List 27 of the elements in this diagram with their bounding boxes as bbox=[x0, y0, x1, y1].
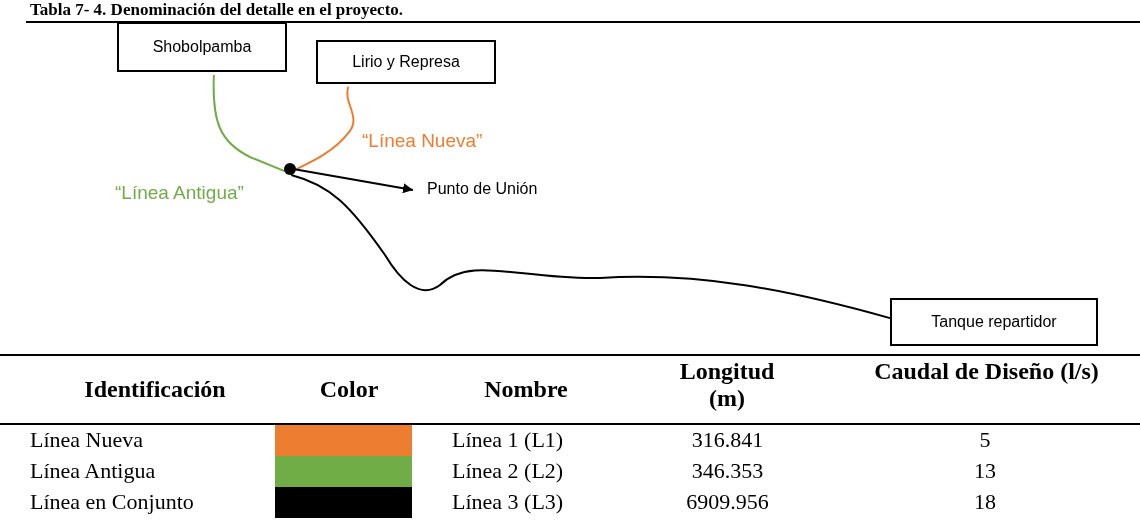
junction-dot bbox=[284, 163, 296, 175]
legend-label: Línea Antigua bbox=[30, 458, 156, 484]
table-text: Línea 1 (L1) bbox=[452, 427, 565, 453]
table-text: 13 bbox=[973, 458, 997, 484]
location-box: Lirio y Represa bbox=[316, 40, 496, 84]
column-header: Identificación bbox=[83, 376, 227, 403]
table-text: Línea 2 (L2) bbox=[452, 458, 565, 484]
legend-label: Línea en Conjunto bbox=[30, 489, 194, 515]
column-header: Nombre bbox=[483, 376, 569, 403]
table-text: 6909.956 bbox=[685, 489, 770, 515]
tank-box: Tanque repartidor bbox=[890, 298, 1098, 346]
legend-label: Línea Nueva bbox=[30, 427, 143, 453]
table-text: 18 bbox=[973, 489, 997, 515]
location-box: Shobolpamba bbox=[117, 22, 287, 72]
table-text: 316.841 bbox=[690, 427, 765, 453]
pipeline-line bbox=[290, 174, 891, 320]
column-header: Caudal de Diseño (l/s) bbox=[873, 358, 1100, 385]
table-text: 5 bbox=[978, 427, 992, 453]
table-title: Tabla 7- 4. Denominación del detalle en el proyecto. bbox=[30, 0, 404, 20]
column-header: Longitud (m) bbox=[678, 358, 776, 412]
pipeline-line bbox=[293, 85, 355, 172]
table-text: Línea 3 (L3) bbox=[452, 489, 565, 515]
column-header: Color bbox=[318, 376, 380, 403]
arrow bbox=[295, 168, 414, 194]
table-text: 346.353 bbox=[690, 458, 765, 484]
pipeline-line bbox=[212, 74, 287, 173]
junction-label: Punto de Unión bbox=[427, 180, 538, 198]
